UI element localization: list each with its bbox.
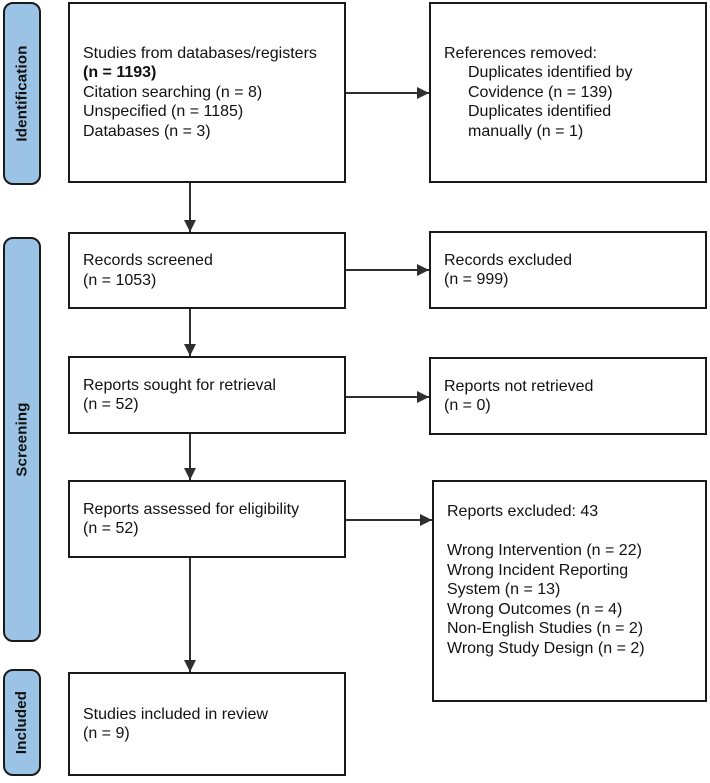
studies-identified-box: Studies from databases/registers (n = 11… bbox=[68, 2, 346, 183]
box-line: Wrong Intervention (n = 22) bbox=[447, 542, 642, 559]
box-line: Covidence (n = 139) bbox=[468, 83, 613, 101]
box-line: Reports assessed for eligibility bbox=[83, 500, 300, 518]
box-line: Wrong Incident Reporting bbox=[447, 561, 629, 579]
arrow-identified-to-screened bbox=[184, 183, 196, 232]
reports-not-retrieved-box: Reports not retrieved (n = 0) bbox=[429, 357, 707, 435]
records-screened-box: Records screened (n = 1053) bbox=[68, 232, 346, 309]
box-line: Wrong Study Design (n = 2) bbox=[447, 639, 645, 657]
box-line: Citation searching (n = 8) bbox=[83, 83, 263, 101]
box-line: Non-English Studies (n = 2) bbox=[447, 620, 644, 637]
box-line: Databases (n = 3) bbox=[83, 122, 211, 140]
box-line: Reports sought for retrieval bbox=[83, 376, 276, 394]
box-line-count: (n = 9) bbox=[83, 725, 130, 742]
box-line-count: (n = 1053) bbox=[83, 271, 157, 289]
arrow-sought-to-not-retrieved bbox=[346, 391, 429, 403]
studies-included-box: Studies included in review (n = 9) bbox=[68, 672, 346, 776]
box-line: Records screened bbox=[83, 252, 213, 269]
stage-label-identification-text: Identification bbox=[13, 45, 31, 142]
reports-sought-box: Reports sought for retrieval (n = 52) bbox=[68, 356, 346, 434]
references-removed-box: References removed: Duplicates identifie… bbox=[429, 2, 707, 183]
box-line: Unspecified (n = 1185) bbox=[83, 103, 244, 121]
arrow-identified-to-removed bbox=[346, 87, 429, 99]
records-excluded-box: Records excluded (n = 999) bbox=[429, 231, 707, 309]
arrow-screened-to-excluded bbox=[346, 264, 429, 276]
box-line: Reports not retrieved bbox=[444, 377, 594, 395]
box-line: manually (n = 1) bbox=[468, 122, 584, 140]
arrow-assessed-to-included bbox=[184, 558, 196, 672]
stage-label-screening-text: Screening bbox=[13, 402, 31, 477]
box-line-count: (n = 0) bbox=[444, 397, 491, 414]
box-line: Records excluded bbox=[444, 251, 573, 269]
blank-line bbox=[447, 522, 692, 542]
reports-excluded-box: Reports excluded: 43 Wrong Intervention … bbox=[432, 480, 707, 702]
box-line: Duplicates identified by bbox=[468, 64, 633, 82]
box-line: References removed: bbox=[444, 44, 597, 62]
box-line: Studies from databases/registers bbox=[83, 44, 317, 62]
arrow-assessed-to-reports-excluded bbox=[346, 514, 432, 526]
box-line: Duplicates identified bbox=[468, 103, 612, 121]
stage-label-screening: Screening bbox=[3, 237, 41, 642]
arrow-sought-to-assessed bbox=[184, 434, 196, 480]
box-line-count: (n = 52) bbox=[83, 396, 139, 413]
stage-label-included: Included bbox=[3, 669, 41, 776]
box-line: Studies included in review bbox=[83, 705, 268, 723]
arrow-screened-to-sought bbox=[184, 309, 196, 356]
stage-label-identification: Identification bbox=[3, 2, 41, 185]
box-line-count: (n = 52) bbox=[83, 520, 139, 537]
box-line: Wrong Outcomes (n = 4) bbox=[447, 600, 623, 618]
box-line: System (n = 13) bbox=[447, 581, 561, 598]
box-line: Reports excluded: 43 bbox=[447, 503, 599, 520]
reports-assessed-box: Reports assessed for eligibility (n = 52… bbox=[68, 480, 346, 558]
stage-label-included-text: Included bbox=[13, 690, 31, 755]
box-line-count: (n = 999) bbox=[444, 271, 509, 288]
box-line-count: (n = 1193) bbox=[83, 64, 157, 82]
